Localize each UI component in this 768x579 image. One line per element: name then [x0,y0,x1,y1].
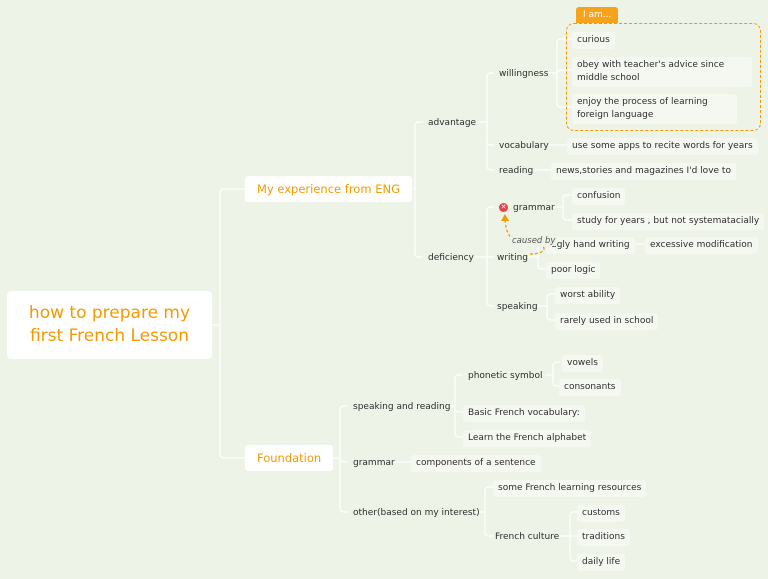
summary-boundary [566,23,761,131]
topic-other[interactable]: other(based on my interest) [353,508,480,518]
topic-speaking[interactable]: speaking [497,302,538,312]
topic-my-experience[interactable]: My experience from ENG [245,176,412,202]
connector-line [339,457,348,463]
topic-customs[interactable]: customs [577,505,625,522]
topic-basic-vocab[interactable]: Basic French vocabulary: [463,405,585,422]
topic-curious[interactable]: curious [572,32,615,49]
topic-deficiency[interactable]: deficiency [428,253,474,263]
topic-foundation[interactable]: Foundation [245,445,334,471]
topic-study-years[interactable]: study for years , but not systemataciall… [572,213,765,230]
connector-line [486,165,494,171]
topic-components[interactable]: components of a sentence [411,455,541,472]
connector-line [454,432,463,438]
connector-line [537,264,546,270]
connector-line [484,486,493,492]
topic-vocabulary[interactable]: vocabulary [499,141,549,151]
topic-advantage[interactable]: advantage [428,118,477,128]
topic-reading-news[interactable]: news,stories and magazines I'd love to [551,163,736,180]
connector-line [556,69,572,75]
relationship-label: caused by [510,236,558,246]
topic-poor-logic[interactable]: poor logic [546,262,601,279]
root-topic[interactable]: how to prepare my first French Lesson [7,291,212,359]
connector-line [486,206,494,212]
connector-line [454,407,463,413]
topic-ugly-hand[interactable]: ugly hand writing [546,237,635,254]
topic-speaking-reading[interactable]: speaking and reading [353,402,451,412]
connector-line [552,381,560,387]
topic-grammar-foundation[interactable]: grammar [353,458,395,468]
topic-phonetic[interactable]: phonetic symbol [468,371,543,381]
connector-line [556,38,572,44]
connector-line [552,361,560,367]
topic-obey[interactable]: obey with teacher's advice since middle … [572,57,752,87]
connector-line [562,194,572,200]
topic-enjoy[interactable]: enjoy the process of learning foreign la… [572,94,737,124]
topic-reading[interactable]: reading [499,166,534,176]
connector-line [486,140,494,146]
callout-label: I am... [576,7,619,23]
connector-line [339,405,348,411]
topic-confusion[interactable]: confusion [572,188,626,205]
connector-line [556,102,572,108]
topic-grammar-deficiency[interactable]: grammar [513,203,555,213]
topic-worst-ability[interactable]: worst ability [555,287,621,304]
connector-line [339,507,348,513]
connector-line [414,252,423,258]
connector-line [219,453,245,459]
topic-alphabet[interactable]: Learn the French alphabet [463,430,592,447]
topic-culture[interactable]: French culture [495,532,560,542]
connector-line [546,293,555,299]
connector-line [546,315,555,321]
topic-resources[interactable]: some French learning resources [493,480,647,497]
topic-vocab-apps[interactable]: use some apps to recite words for years [567,138,758,155]
topic-consonants[interactable]: consonants [559,379,621,396]
connector-line [454,374,463,380]
connector-line [486,301,494,307]
connector-line [484,531,493,537]
cross-marker-icon: ✕ [499,203,508,212]
topic-rarely-used[interactable]: rarely used in school [555,313,659,330]
connector-line [486,72,494,78]
connector-line [562,215,572,221]
topic-willingness[interactable]: willingness [499,69,549,79]
arrowhead-icon [501,214,509,221]
connector-line [569,556,577,562]
topic-excessive[interactable]: excessive modification [645,237,758,254]
connector-line [219,188,245,194]
topic-traditions[interactable]: traditions [577,529,630,546]
topic-vowels[interactable]: vowels [562,355,603,372]
connector-line [569,511,577,517]
topic-daily-life[interactable]: daily life [577,554,626,571]
connector-line [414,121,423,127]
topic-writing[interactable]: writing [497,253,529,263]
